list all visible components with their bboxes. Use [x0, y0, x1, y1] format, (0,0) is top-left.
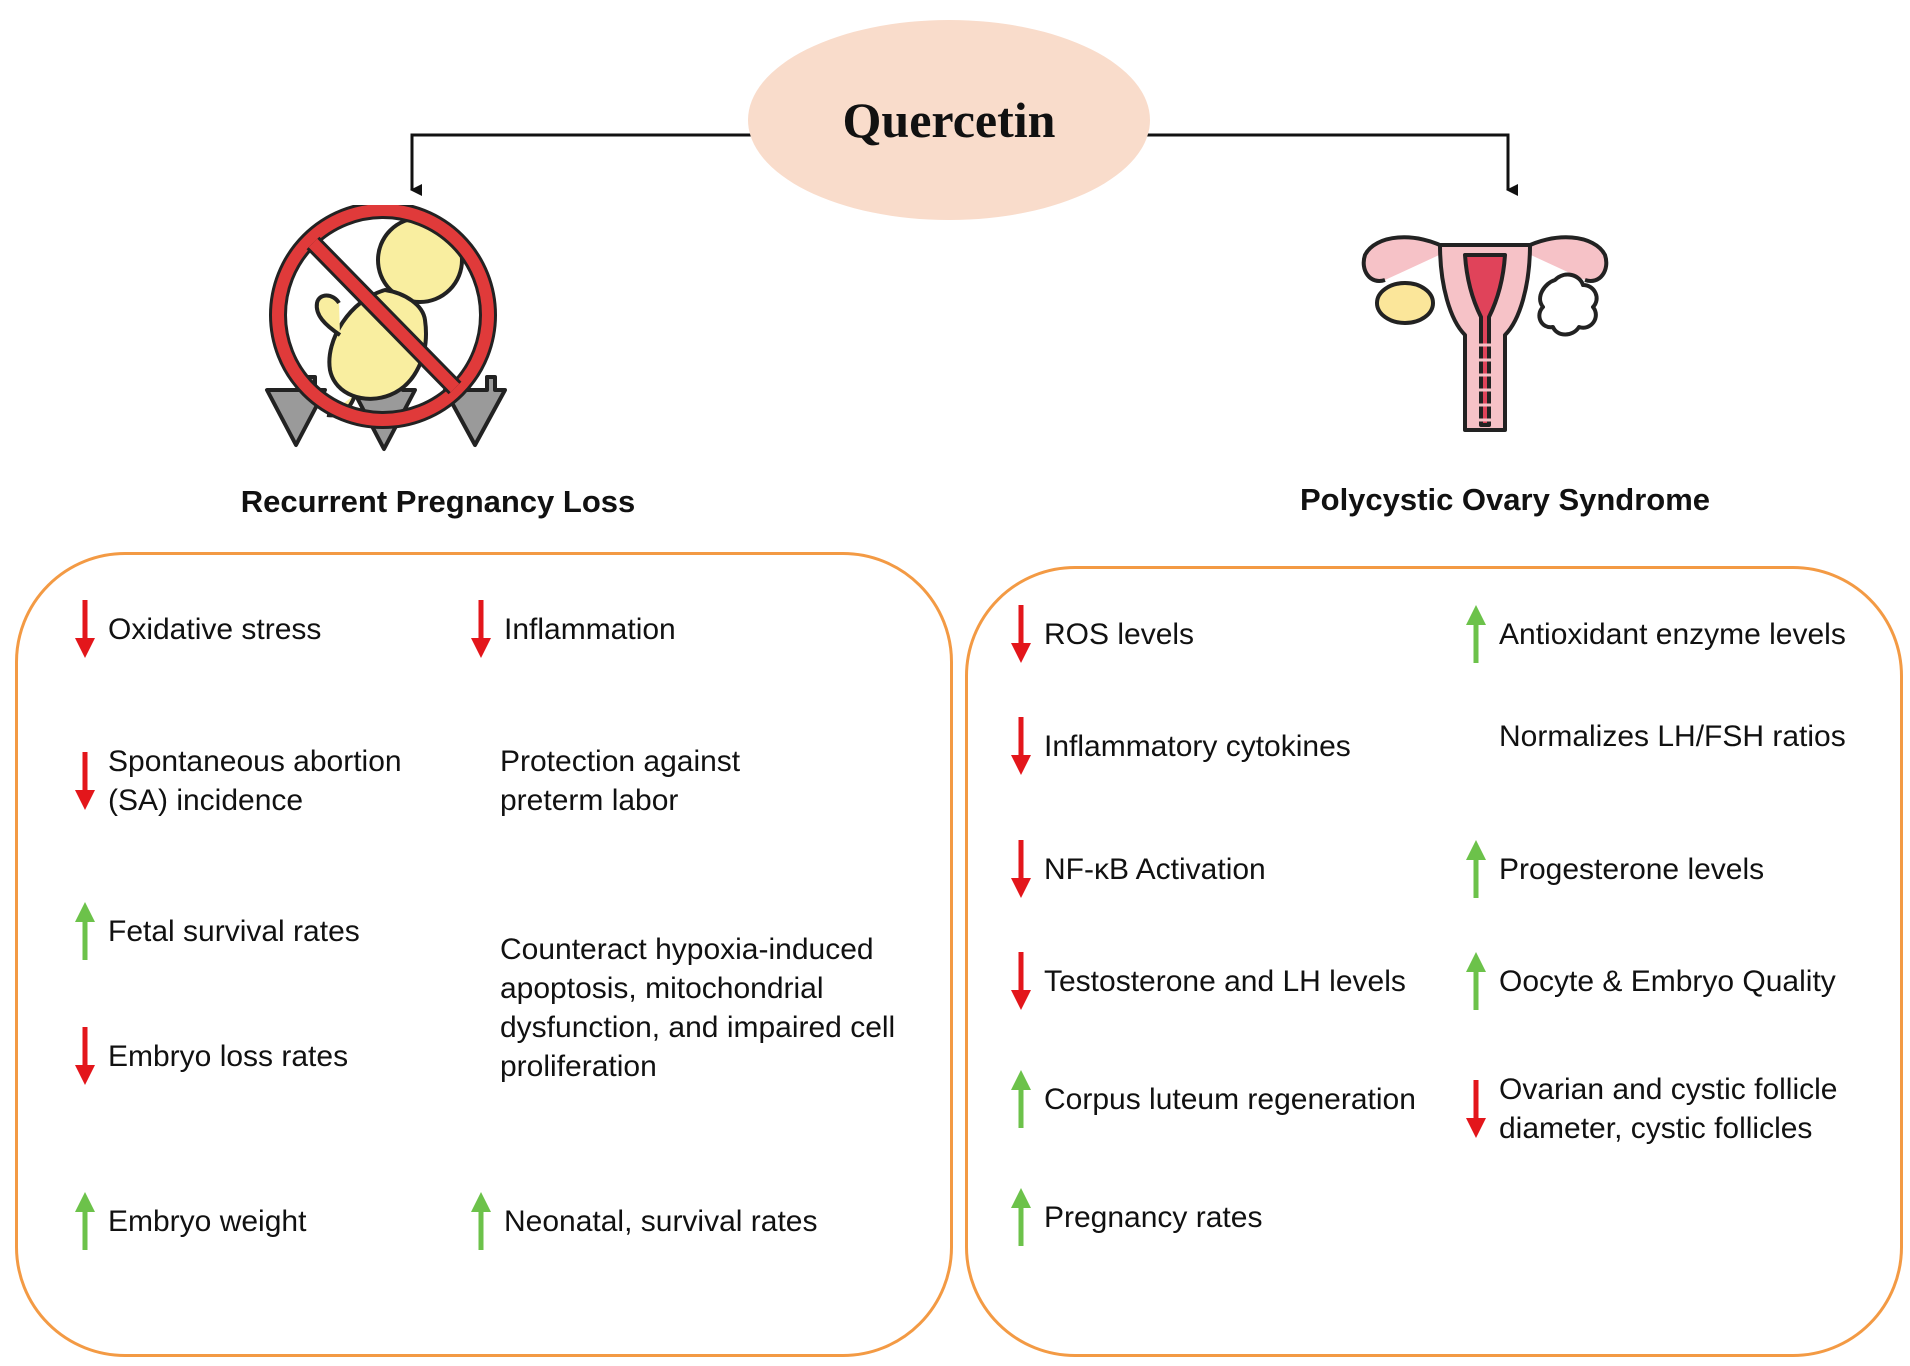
effect-label: Ovarian and cystic follicle diameter, cy… — [1499, 1073, 1838, 1145]
increase-arrow-icon — [75, 1192, 95, 1250]
increase-arrow-icon — [1011, 1070, 1031, 1128]
effect-item: Embryo loss rates — [74, 1027, 434, 1085]
effect-label: Spontaneous abortion (SA) incidence — [108, 745, 402, 817]
effect-label: Oxidative stress — [108, 612, 322, 646]
decrease-arrow-icon — [1011, 952, 1031, 1010]
effect-item: Ovarian and cystic follicle diameter, cy… — [1465, 1070, 1895, 1148]
pcos-effects-panel — [965, 566, 1903, 1357]
effect-item: Inflammatory cytokines — [1010, 717, 1440, 775]
increase-arrow-icon — [1466, 840, 1486, 898]
decrease-arrow-icon — [75, 1027, 95, 1085]
decrease-arrow-icon — [1011, 840, 1031, 898]
root-node: Quercetin — [748, 20, 1150, 220]
uterus-ovary-icon — [1361, 235, 1609, 432]
effect-item: Testosterone and LH levels — [1010, 952, 1450, 1010]
effect-item: ROS levels — [1010, 605, 1410, 663]
effect-label: Counteract hypoxia-induced apoptosis, mi… — [500, 933, 896, 1083]
effect-label: Embryo weight — [108, 1204, 307, 1238]
effect-item: Normalizes LH/FSH ratios — [1499, 717, 1899, 756]
effect-item: Oocyte & Embryo Quality — [1465, 952, 1895, 1010]
effect-item: Antioxidant enzyme levels — [1465, 605, 1895, 663]
decrease-arrow-icon — [471, 600, 491, 658]
effect-label: Progesterone levels — [1499, 852, 1765, 886]
effect-label: Normalizes LH/FSH ratios — [1499, 720, 1846, 753]
root-title: Quercetin — [842, 92, 1056, 148]
effect-label: NF-κB Activation — [1044, 852, 1266, 886]
increase-arrow-icon — [1466, 952, 1486, 1010]
effect-label: ROS levels — [1044, 617, 1195, 651]
effect-label: Pregnancy rates — [1044, 1200, 1263, 1234]
branch-title-rpl: Recurrent Pregnancy Loss — [240, 484, 636, 519]
effect-label: Protection against preterm labor — [500, 745, 741, 817]
effect-item: Corpus luteum regeneration — [1010, 1070, 1460, 1128]
effect-label: Corpus luteum regeneration — [1044, 1082, 1416, 1116]
decrease-arrow-icon — [1466, 1080, 1486, 1138]
increase-arrow-icon — [1011, 1188, 1031, 1246]
rpl-effects-panel — [15, 552, 953, 1357]
effect-label: Oocyte & Embryo Quality — [1499, 964, 1836, 998]
decrease-arrow-icon — [1011, 717, 1031, 775]
effect-item: Pregnancy rates — [1010, 1188, 1410, 1246]
effect-item: Spontaneous abortion (SA) incidence — [74, 742, 454, 820]
connector-right — [1146, 133, 1518, 196]
effect-item: Counteract hypoxia-induced apoptosis, mi… — [500, 930, 900, 1086]
effect-item: Protection against preterm labor — [500, 742, 830, 820]
effect-label: Inflammatory cytokines — [1044, 729, 1351, 763]
effect-item: NF-κB Activation — [1010, 840, 1410, 898]
increase-arrow-icon — [75, 902, 95, 960]
effect-item: Embryo weight — [74, 1192, 434, 1250]
effect-item: Oxidative stress — [74, 600, 434, 658]
increase-arrow-icon — [471, 1192, 491, 1250]
effect-label: Embryo loss rates — [108, 1039, 349, 1073]
effect-label: Antioxidant enzyme levels — [1499, 617, 1846, 651]
increase-arrow-icon — [1466, 605, 1486, 663]
effect-item: Fetal survival rates — [74, 902, 434, 960]
effect-label: Fetal survival rates — [108, 914, 360, 948]
effect-item: Inflammation — [470, 600, 870, 658]
decrease-arrow-icon — [75, 752, 95, 810]
effect-item: Progesterone levels — [1465, 840, 1895, 898]
decrease-arrow-icon — [75, 600, 95, 658]
effect-item: Neonatal, survival rates — [470, 1192, 890, 1250]
effect-label: Neonatal, survival rates — [504, 1204, 818, 1238]
decrease-arrow-icon — [1011, 605, 1031, 663]
effect-label: Testosterone and LH levels — [1044, 964, 1406, 998]
effect-label: Inflammation — [504, 612, 676, 646]
connector-left — [410, 133, 752, 196]
no-pregnancy-loss-icon — [265, 205, 507, 451]
branch-title-pcos: Polycystic Ovary Syndrome — [1299, 482, 1711, 517]
